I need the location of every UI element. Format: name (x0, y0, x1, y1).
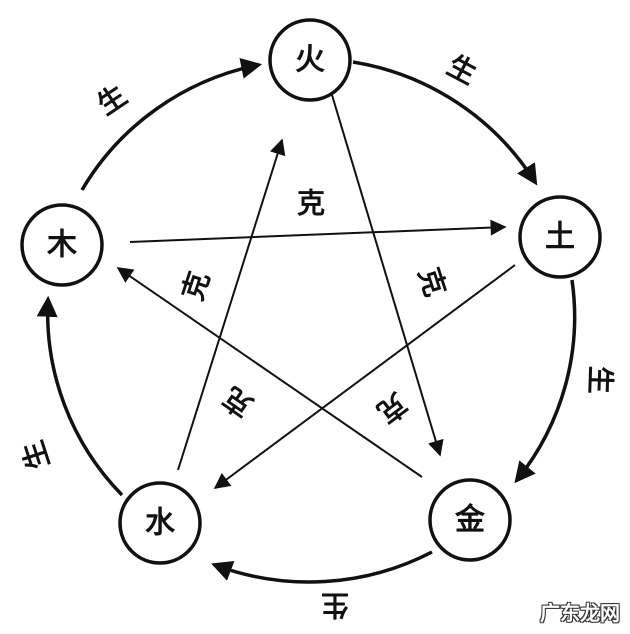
overcome-label-fire-metal: 克 (412, 264, 452, 301)
generate-arc-earth-metal (514, 279, 577, 484)
overcome-label-metal-wood: 克 (217, 380, 259, 423)
node-wood-label: 木 (46, 228, 77, 263)
generate-label-earth-metal: 生 (583, 365, 617, 394)
overcome-line-water-fire (177, 138, 286, 471)
generate-arc-fire-earth (352, 60, 538, 186)
overcome-line-wood-earth (129, 219, 507, 243)
generate-label-wood-fire: 生 (91, 78, 133, 121)
node-earth-label: 土 (545, 220, 575, 255)
generate-label-fire-earth: 生 (442, 49, 482, 91)
node-metal-label: 金 (454, 503, 486, 538)
overcome-label-earth-water: 克 (371, 386, 413, 429)
overcoming-star (116, 94, 516, 489)
overcome-labels: 克 克 克 克 克 (176, 187, 452, 430)
node-wood: 木 (20, 203, 104, 287)
generate-labels: 生 生 生 生 生 (16, 49, 617, 622)
overcome-label-wood-earth: 克 (297, 187, 325, 220)
generating-cycle (36, 58, 577, 584)
node-metal: 金 (428, 478, 512, 562)
overcome-label-water-fire: 克 (176, 268, 216, 305)
node-fire: 火 (268, 18, 352, 102)
generate-label-water-wood: 生 (16, 437, 56, 474)
generate-arc-wood-fire (80, 58, 263, 191)
node-fire-label: 火 (295, 43, 325, 78)
overcome-line-metal-wood (116, 267, 423, 478)
overcome-line-fire-metal (331, 94, 444, 457)
node-earth: 土 (518, 195, 602, 279)
generate-label-metal-water: 生 (321, 589, 349, 622)
node-water: 水 (118, 481, 202, 565)
node-water-label: 水 (145, 506, 176, 541)
generate-arc-metal-water (211, 550, 433, 584)
generate-arc-water-wood (36, 295, 124, 497)
watermark-text: 广东龙网 (540, 601, 620, 625)
overcome-line-earth-water (213, 264, 516, 489)
